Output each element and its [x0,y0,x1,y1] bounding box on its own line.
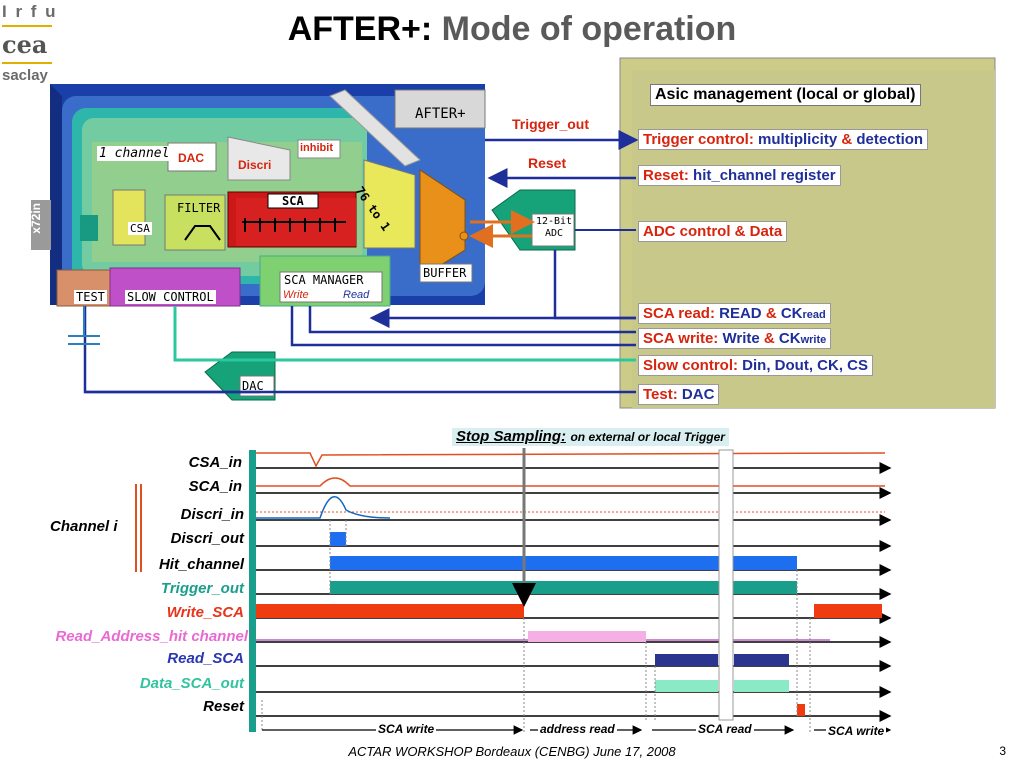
sca-block [227,191,357,248]
title-part2: Mode of operation [441,10,737,48]
page-number: 3 [999,744,1006,758]
control-lines [83,130,639,394]
footer-text: ACTAR WORKSHOP Bordeaux (CENBG) June 17,… [348,744,676,759]
timing-label-reset: Reset [203,698,244,715]
timing-label-write-sca: Write_SCA [166,604,244,621]
phase-sca-read: SCA read [696,722,754,736]
buffer-block [419,169,473,283]
slow-control-line [173,306,636,362]
asic-item-slow-control: Slow control: Din, Dout, CK, CS [638,355,873,376]
discri-label: Discri [238,158,272,172]
channel-i-label: Channel i [50,518,118,535]
test-label: TEST [74,290,107,304]
timing-diagram [135,448,892,735]
asic-panel-title: Asic management (local or global) [650,84,921,106]
dac-bottom-label: DAC [242,379,264,393]
trigger-out-signal: Trigger_out [510,116,592,132]
asic-item-sca-write: SCA write: Write & CKwrite [638,328,832,349]
channel-block-label: 1 channel [97,146,172,161]
x72in-label: x72in [29,203,43,234]
page-title: AFTER+: Mode of operation [0,10,1024,49]
asic-item-adc: ADC control & Data [638,221,788,242]
timing-label-csa-in: CSA_in [188,454,242,471]
stop-sampling-banner: Stop Sampling: on external or local Trig… [452,428,729,446]
logo-irfu: I r f u [2,2,58,21]
timing-label-read-sca: Read_SCA [167,650,244,667]
sca-label: SCA [282,194,304,208]
timing-label-discri-in: Discri_in [180,506,244,523]
sca-manager-read: Read [343,289,370,301]
asic-item-reset: Reset: hit_channel register [638,165,841,186]
phase-address-read: address read [538,722,617,736]
slow-control-label: SLOW CONTROL [125,290,216,304]
inhibit-label: inhibit [300,142,333,154]
mux-block [363,159,416,249]
sca-manager-write: Write [283,289,309,301]
timing-label-data-sca-out: Data_SCA_out [139,675,244,692]
timing-label-discri-out: Discri_out [170,530,244,547]
logo-saclay: saclay [2,67,48,84]
asic-panel [619,57,996,409]
inhibit-block [297,139,341,159]
reset-signal: Reset [528,155,567,171]
phase-sca-write-1: SCA write [376,722,437,736]
timing-label-hit-channel: Hit_channel [158,556,244,573]
adc-label: 12-Bit ADC [535,216,573,239]
buffer-label: BUFFER [423,266,467,280]
asic-item-trigger: Trigger control: multiplicity & detectio… [638,129,929,150]
irfu-cea-logo: I r f u cea saclay [2,2,58,98]
asic-item-test: Test: DAC [638,384,720,405]
timing-label-sca-in: SCA_in [188,478,242,495]
logo-cea: cea [2,30,48,59]
title-part1: AFTER+: [287,10,433,48]
sca-manager-label: SCA MANAGER [284,273,364,287]
asic-item-sca-read: SCA read: READ & CKread [638,303,831,324]
test-capacitor [68,306,100,345]
after-label: AFTER+ [415,106,466,122]
discri-block [227,136,291,181]
csa-label: CSA [128,222,152,235]
filter-label: FILTER [177,201,221,215]
timing-label-read-address: Read_Address_hit channel [55,628,248,645]
timing-label-trigger-out: Trigger_out [160,580,244,597]
phase-sca-write-2: SCA write [826,724,887,738]
dac-small-label: DAC [178,151,204,165]
sca-manager-block [259,255,391,307]
filter-block [164,194,226,251]
dac-small-block [167,142,217,172]
